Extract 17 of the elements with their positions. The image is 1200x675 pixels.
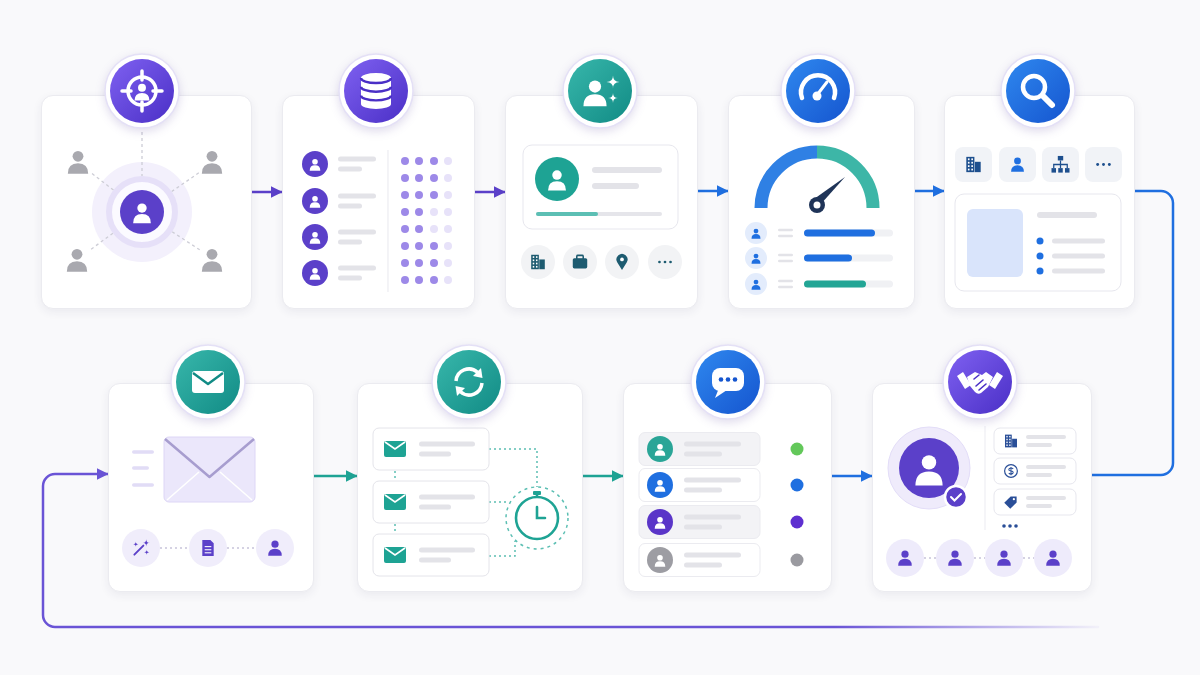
process-card bbox=[728, 95, 915, 309]
process-card bbox=[505, 95, 698, 309]
arrow bbox=[830, 470, 874, 482]
process-card bbox=[108, 383, 314, 592]
process-card bbox=[944, 95, 1135, 309]
arrow bbox=[913, 185, 946, 197]
arrow bbox=[473, 186, 507, 198]
process-card bbox=[282, 95, 475, 309]
connector-line bbox=[1090, 189, 1175, 477]
process-card bbox=[623, 383, 832, 592]
arrow bbox=[250, 186, 284, 198]
arrow bbox=[696, 185, 730, 197]
arrow bbox=[312, 470, 359, 482]
process-card bbox=[872, 383, 1092, 592]
arrow bbox=[581, 470, 625, 482]
process-card bbox=[357, 383, 583, 592]
process-card bbox=[41, 95, 252, 309]
